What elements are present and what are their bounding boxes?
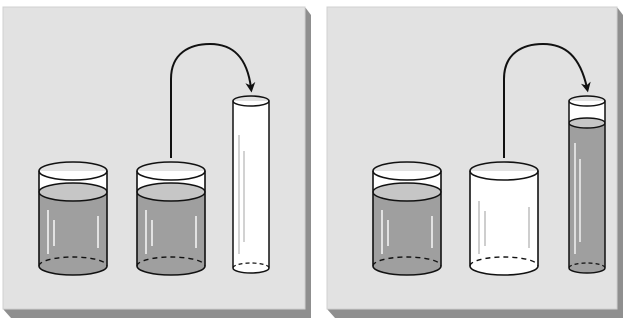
tube-tube	[233, 96, 269, 273]
beaker-liquid-surface	[373, 183, 441, 201]
beaker-middle-beaker	[137, 162, 205, 275]
panels-layer	[3, 7, 623, 318]
beaker-left-beaker	[373, 162, 441, 275]
tube-liquid-surface	[569, 118, 605, 128]
beaker-left-beaker	[39, 162, 107, 275]
beaker-liquid	[373, 192, 441, 275]
beaker-middle-beaker	[470, 162, 538, 275]
panel-before	[3, 7, 311, 318]
panel-after	[327, 7, 623, 318]
beaker-liquid-surface	[39, 183, 107, 201]
beaker-liquid-surface	[137, 183, 205, 201]
beaker-liquid	[39, 192, 107, 275]
beaker-liquid	[137, 192, 205, 275]
tube-tube	[569, 96, 605, 273]
